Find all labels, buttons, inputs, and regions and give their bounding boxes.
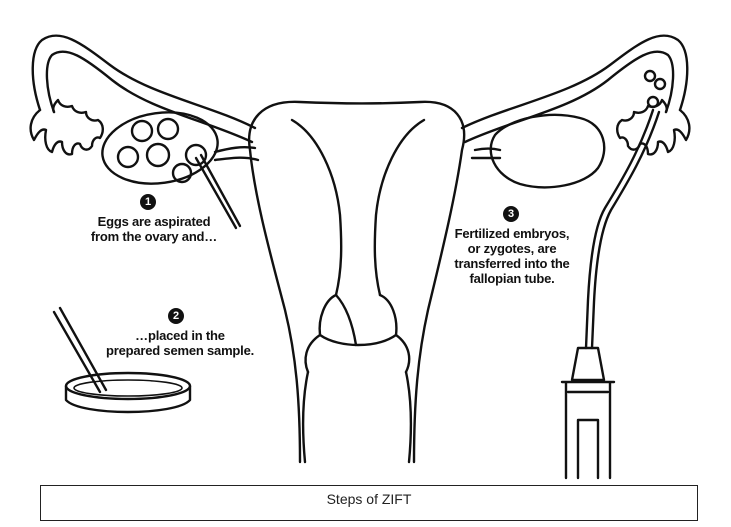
uterine-cavity [290,118,343,297]
step-3-line-2: or zygotes, are [467,241,557,256]
aspiration-needle [194,156,238,230]
step-1-line-1: Eggs are aspirated [97,214,211,229]
step-2-line-2: prepared semen sample. [105,343,255,358]
uterus-outline [247,100,466,464]
egg [116,145,140,169]
step-1-text: Eggs are aspirated from the ovary and… [72,214,236,244]
step-1-line-2: from the ovary and… [90,229,218,244]
right-ovary [489,113,606,189]
zygote [646,95,660,109]
left-fallopian-tube [31,34,257,130]
zygote [653,77,667,91]
right-fimbriae [616,98,691,156]
syringe-plunger [576,418,600,480]
cervix [304,293,338,374]
step-2-number: 2 [168,308,184,324]
step-3-line-1: Fertilized embryos, [454,226,570,241]
egg [156,117,180,141]
petri-dish-body [64,384,192,414]
caption-box: Steps of ZIFT [40,485,698,521]
pipette [52,310,102,394]
right-fallopian-tube [460,34,689,130]
syringe-needle-hub [570,346,606,382]
egg [171,162,193,184]
left-fimbriae [29,98,104,156]
step-3-number: 3 [503,206,519,222]
step-3-line-3: transferred into the [454,256,570,271]
egg [184,143,208,167]
step-3-text: Fertilized embryos, or zygotes, are tran… [444,226,580,286]
step-2-text: …placed in the prepared semen sample. [100,328,260,358]
zift-illustration [29,34,691,480]
caption: Steps of ZIFT [326,491,412,507]
step-1-number: 1 [140,194,156,210]
transfer-catheter [584,108,655,350]
left-ovary [101,111,219,185]
petri-dish-rim [64,371,192,401]
step-3-line-4: fallopian tube. [469,271,555,286]
syringe-barrel [560,380,616,480]
step-2-line-1: …placed in the [135,328,225,343]
egg [130,119,154,143]
vaginal-canal [301,370,310,464]
zygote [643,69,657,83]
egg [145,142,171,168]
